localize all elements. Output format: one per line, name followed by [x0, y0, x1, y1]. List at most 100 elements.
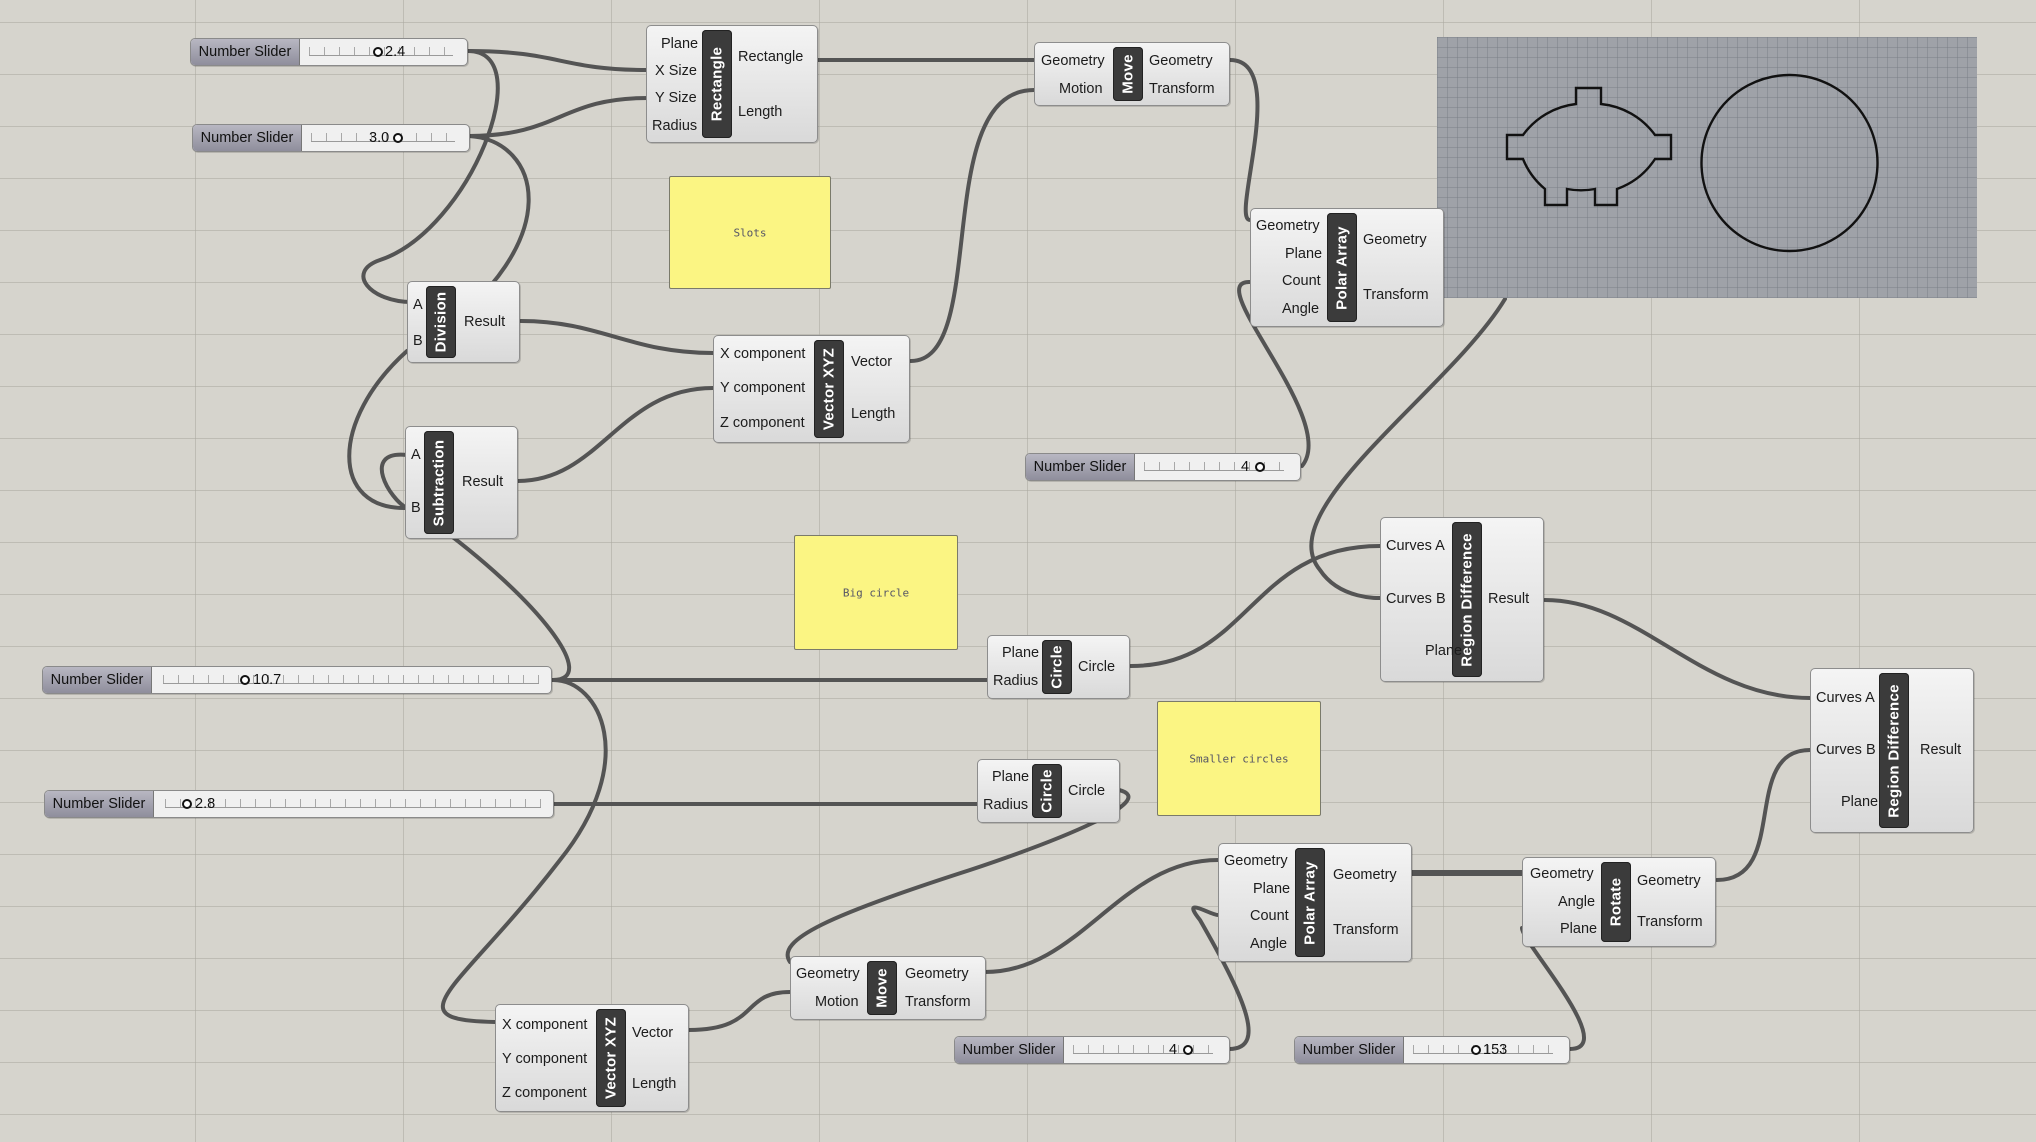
input-port[interactable]: Y Size: [655, 90, 697, 106]
output-port[interactable]: Transform: [1149, 81, 1215, 97]
component-tab[interactable]: Circle: [1042, 640, 1072, 694]
input-port[interactable]: Plane: [1841, 794, 1879, 810]
note-slots[interactable]: Slots: [669, 176, 831, 289]
input-port[interactable]: Plane: [1560, 921, 1598, 937]
component-tab[interactable]: Region Difference: [1879, 673, 1909, 828]
input-port[interactable]: Angle: [1282, 301, 1320, 317]
component-tab[interactable]: Region Difference: [1452, 522, 1482, 677]
output-port[interactable]: Result: [464, 314, 506, 330]
input-port[interactable]: Geometry: [1224, 853, 1288, 869]
move-component[interactable]: Move Geometry Motion Geometry Transform: [1034, 42, 1230, 106]
number-slider[interactable]: Number Slider 153: [1294, 1036, 1570, 1064]
vector-xyz-component[interactable]: Vector XYZ X component Y component Z com…: [713, 335, 910, 443]
component-tab[interactable]: Polar Array: [1327, 213, 1357, 322]
component-tab[interactable]: Vector XYZ: [814, 340, 844, 438]
output-port[interactable]: Circle: [1068, 783, 1106, 799]
component-tab[interactable]: Move: [867, 961, 897, 1015]
circle-component[interactable]: Circle Plane Radius Circle: [987, 635, 1130, 699]
number-slider[interactable]: Number Slider 2.8: [44, 790, 554, 818]
output-port[interactable]: Transform: [905, 994, 971, 1010]
number-slider[interactable]: Number Slider 10.7: [42, 666, 552, 694]
input-port[interactable]: Plane: [1285, 246, 1323, 262]
input-port[interactable]: A: [413, 297, 423, 313]
input-port[interactable]: B: [411, 500, 421, 516]
component-tab[interactable]: Subtraction: [424, 431, 454, 534]
slider-knob[interactable]: [182, 799, 192, 809]
input-port[interactable]: Plane: [1425, 643, 1463, 659]
output-port[interactable]: Transform: [1363, 287, 1429, 303]
input-port[interactable]: Motion: [1059, 81, 1103, 97]
output-port[interactable]: Rectangle: [738, 49, 804, 65]
input-port[interactable]: X component: [720, 346, 806, 362]
input-port[interactable]: Curves A: [1386, 538, 1445, 554]
input-port[interactable]: Radius: [993, 673, 1039, 689]
output-port[interactable]: Length: [738, 104, 783, 120]
input-port[interactable]: X component: [502, 1017, 588, 1033]
input-port[interactable]: Plane: [661, 36, 699, 52]
input-port[interactable]: Geometry: [1041, 53, 1105, 69]
component-tab[interactable]: Rotate: [1601, 862, 1631, 942]
output-port[interactable]: Geometry: [1149, 53, 1213, 69]
output-port[interactable]: Circle: [1078, 659, 1116, 675]
note-smaller-circles[interactable]: Smaller circles: [1157, 701, 1321, 816]
number-slider[interactable]: Number Slider 3.0: [192, 124, 470, 152]
circle-component[interactable]: Circle Plane Radius Circle: [977, 759, 1120, 823]
input-port[interactable]: A: [411, 447, 421, 463]
input-port[interactable]: Plane: [992, 769, 1030, 785]
rectangle-component[interactable]: Rectangle Plane X Size Y Size Radius Rec…: [646, 25, 818, 143]
subtraction-component[interactable]: Subtraction A B Result: [405, 426, 518, 539]
input-port[interactable]: Geometry: [1256, 218, 1320, 234]
region-difference-component[interactable]: Region Difference Curves A Curves B Plan…: [1810, 668, 1974, 833]
output-port[interactable]: Geometry: [905, 966, 969, 982]
input-port[interactable]: Radius: [983, 797, 1029, 813]
note-big-circle[interactable]: Big circle: [794, 535, 958, 650]
slider-knob[interactable]: [1183, 1045, 1193, 1055]
slider-track[interactable]: [1413, 1042, 1553, 1054]
slider-track[interactable]: [1144, 459, 1284, 471]
polar-array-component[interactable]: Polar Array Geometry Plane Count Angle G…: [1250, 208, 1444, 327]
slider-knob[interactable]: [1255, 462, 1265, 472]
slider-track[interactable]: [165, 796, 541, 808]
output-port[interactable]: Geometry: [1333, 867, 1397, 883]
input-port[interactable]: Curves B: [1816, 742, 1876, 758]
slider-track[interactable]: [1073, 1042, 1213, 1054]
input-port[interactable]: Y component: [720, 380, 806, 396]
input-port[interactable]: Angle: [1250, 936, 1288, 952]
slider-track[interactable]: [163, 672, 539, 684]
slider-knob[interactable]: [373, 47, 383, 57]
input-port[interactable]: Count: [1282, 273, 1321, 289]
polar-array-component[interactable]: Polar Array Geometry Plane Count Angle G…: [1218, 843, 1412, 962]
input-port[interactable]: Z component: [720, 415, 805, 431]
output-port[interactable]: Result: [1488, 591, 1530, 607]
component-tab[interactable]: Division: [426, 286, 456, 358]
input-port[interactable]: Geometry: [1530, 866, 1594, 882]
output-port[interactable]: Geometry: [1363, 232, 1427, 248]
rotate-component[interactable]: Rotate Geometry Angle Plane Geometry Tra…: [1522, 857, 1716, 947]
division-component[interactable]: Division A B Result: [407, 281, 520, 363]
viewport-preview[interactable]: [1437, 37, 1977, 298]
input-port[interactable]: Y component: [502, 1051, 588, 1067]
component-tab[interactable]: Rectangle: [702, 30, 732, 138]
output-port[interactable]: Length: [851, 406, 896, 422]
number-slider[interactable]: Number Slider 4: [954, 1036, 1230, 1064]
slider-knob[interactable]: [1471, 1045, 1481, 1055]
component-tab[interactable]: Vector XYZ: [596, 1009, 626, 1107]
output-port[interactable]: Length: [632, 1076, 677, 1092]
component-tab[interactable]: Polar Array: [1295, 848, 1325, 957]
input-port[interactable]: Motion: [815, 994, 859, 1010]
input-port[interactable]: Curves A: [1816, 690, 1875, 706]
region-difference-component[interactable]: Region Difference Curves A Curves B Plan…: [1380, 517, 1544, 682]
input-port[interactable]: Geometry: [796, 966, 860, 982]
input-port[interactable]: Plane: [1002, 645, 1040, 661]
output-port[interactable]: Geometry: [1637, 873, 1701, 889]
number-slider[interactable]: Number Slider 4: [1025, 453, 1301, 481]
output-port[interactable]: Vector: [632, 1025, 674, 1041]
slider-knob[interactable]: [393, 133, 403, 143]
slider-knob[interactable]: [240, 675, 250, 685]
output-port[interactable]: Vector: [851, 354, 893, 370]
component-tab[interactable]: Move: [1113, 47, 1143, 101]
input-port[interactable]: Z component: [502, 1085, 587, 1101]
move-component[interactable]: Move Geometry Motion Geometry Transform: [790, 956, 986, 1020]
component-tab[interactable]: Circle: [1032, 764, 1062, 818]
